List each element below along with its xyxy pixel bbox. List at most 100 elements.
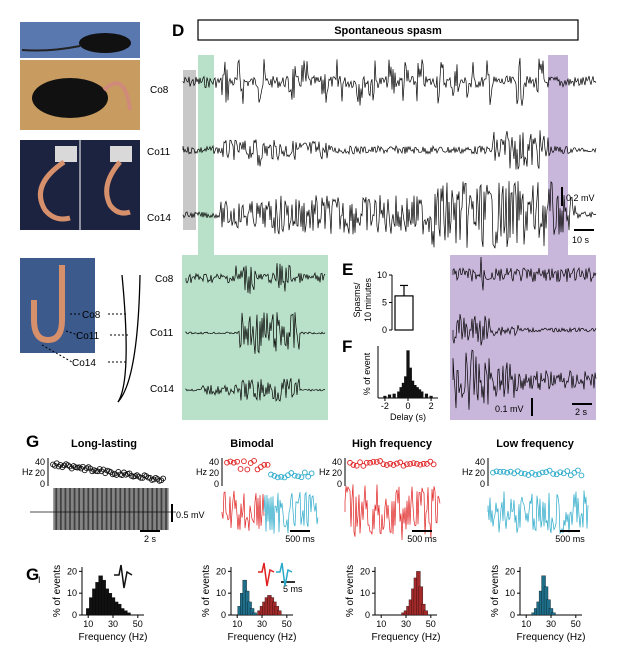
g-rate-point-2-11	[383, 462, 390, 468]
g-rate-point-2-19	[410, 460, 417, 466]
f-bar-12	[417, 389, 422, 398]
e-ytick-label-2: 10	[377, 270, 387, 280]
hist-ylabel-2: % of events	[345, 565, 356, 617]
hist-ytick-label-3-1: 10	[505, 588, 515, 598]
g-scale-t-label-0: 2 s	[144, 534, 157, 544]
g-rate-point-2-24	[427, 458, 434, 465]
g-rate-point-1-25	[308, 470, 315, 477]
purple-inset-traces	[452, 256, 597, 410]
e-ytick-label-0: 0	[382, 325, 387, 335]
g-rate-point-2-9	[377, 458, 383, 464]
waveform-black	[114, 564, 133, 589]
waveform-red	[258, 562, 275, 587]
g-rate-point-2-2	[353, 462, 360, 469]
g-rate-point-2-15	[397, 459, 404, 466]
g-trace-bimodal-cyan	[263, 491, 319, 534]
hist-xtick-label-3-1: 30	[546, 619, 556, 629]
tail-clamp-left	[55, 146, 77, 162]
g-rate-point-3-14	[539, 469, 546, 476]
g-scale-t-label-2: 500 ms	[407, 534, 437, 544]
g-rate-point-1-4	[237, 466, 244, 472]
inset-purple-co8	[452, 256, 597, 291]
g-rate-point-3-4	[504, 469, 511, 476]
hist-xtick-label-0-2: 50	[133, 619, 143, 629]
g-hz-label-3: Hz	[462, 467, 473, 477]
g-rate-point-2-25	[430, 461, 437, 468]
g-rate-point-3-19	[557, 469, 564, 476]
mouse-body-1	[79, 33, 131, 53]
f-ylabel: % of event	[362, 352, 372, 395]
hist-xtick-label-2-1: 30	[401, 619, 411, 629]
f-bar-1	[387, 394, 392, 398]
inset-label-co14: Co14	[150, 384, 174, 395]
inset-green-co11	[185, 312, 326, 354]
panel-label-g1-sub: I	[38, 575, 41, 585]
c-label-co8: Co8	[82, 310, 101, 321]
g-hz-tick-0-1: 20	[35, 468, 45, 478]
trace-co8	[182, 58, 597, 106]
panel-label-d: D	[172, 21, 184, 40]
f-bar-2	[392, 393, 396, 398]
g-rate-point-3-25	[578, 472, 585, 479]
g-scale-v-label: 0.5 mV	[176, 510, 205, 520]
g-rate-point-1-13	[268, 471, 274, 478]
hist-xtick-label-1-2: 50	[282, 619, 292, 629]
e-bar	[394, 295, 414, 331]
d-label-co8: Co8	[150, 85, 169, 96]
inset-purple-co11	[452, 313, 597, 346]
hist-xlabel-3: Frequency (Hz)	[517, 632, 586, 643]
f-bar-11	[415, 387, 419, 398]
hist-ylabel-3: % of events	[490, 565, 501, 617]
g-hz-tick-3-0: 40	[475, 457, 485, 467]
g-trace-bimodal-red	[221, 490, 265, 531]
g-rate-point-1-8	[251, 458, 257, 464]
tail-schematic-outer	[117, 274, 127, 403]
hist-xtick-label-0-1: 30	[108, 619, 118, 629]
f-xtick-label-1: 0	[405, 401, 410, 411]
gray-highlight	[183, 70, 196, 230]
g-rate-point-3-21	[564, 468, 571, 474]
inset-green-co8	[185, 263, 326, 294]
tail-curl-left	[37, 159, 71, 222]
e-ytick-label-1: 5	[382, 298, 387, 308]
hist-ytick-label-3-2: 20	[505, 566, 515, 576]
tail-clamp-right	[110, 146, 132, 162]
g-rate-point-3-8	[518, 470, 525, 477]
g-rate-point-2-10	[380, 461, 387, 468]
f-xtick-label-2: 2	[429, 401, 434, 411]
g-rate-point-2-16	[400, 462, 407, 469]
g-hz-tick-3-2: 0	[480, 479, 485, 489]
hist-ytick-label-1-1: 10	[216, 588, 226, 598]
f-bar-8	[408, 367, 412, 398]
green-inset-traces	[185, 263, 326, 402]
g-rate-point-0-5	[59, 464, 66, 471]
d-scale-t-label: 10 s	[572, 235, 590, 245]
g-rate-point-3-16	[546, 467, 553, 474]
g-rate-point-0-58	[158, 477, 165, 484]
g-rate-point-2-18	[407, 461, 414, 467]
c-label-co14: Co14	[72, 358, 96, 369]
f-bar-5	[401, 382, 405, 398]
g-rate-point-2-17	[404, 461, 410, 468]
hist-xtick-label-3-2: 50	[571, 619, 581, 629]
inset-scale-v-label: 0.1 mV	[495, 404, 524, 414]
hist-bar-1-0-5	[249, 608, 255, 616]
green-highlight	[198, 55, 214, 255]
g-hz-tick-2-2: 0	[337, 479, 342, 489]
hist-xlabel-1: Frequency (Hz)	[228, 632, 297, 643]
f-bar-7	[406, 350, 410, 398]
d-label-co14: Co14	[147, 213, 171, 224]
g-rate-point-1-1	[227, 458, 234, 465]
hist-xtick-label-2-0: 10	[376, 619, 386, 629]
f-bar-15	[429, 395, 433, 398]
g-rate-point-3-17	[550, 471, 557, 477]
f-bar-14	[424, 393, 429, 398]
g-title-low: Low frequency	[496, 438, 575, 450]
f-bar-9	[411, 380, 415, 398]
spasm-title-box	[197, 19, 579, 41]
trace-co14	[182, 181, 597, 249]
f-bar-10	[413, 385, 417, 398]
hist-xtick-label-3-0: 10	[521, 619, 531, 629]
hist-xtick-label-2-2: 50	[426, 619, 436, 629]
